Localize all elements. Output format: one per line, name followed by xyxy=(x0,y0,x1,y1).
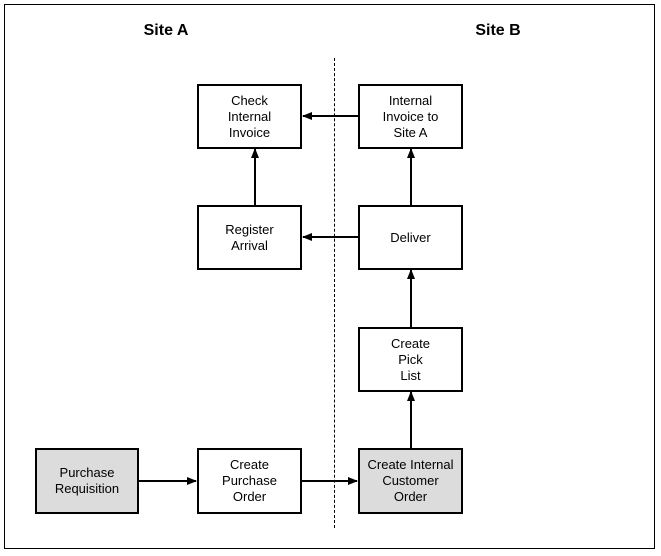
create-purchase-order-box: Create Purchase Order xyxy=(197,448,302,514)
create-pick-list-box: Create Pick List xyxy=(358,327,463,392)
purchase-requisition-box: Purchase Requisition xyxy=(35,448,139,514)
site-divider xyxy=(334,58,335,528)
deliver-box: Deliver xyxy=(358,205,463,270)
check-internal-invoice-box: Check Internal Invoice xyxy=(197,84,302,149)
site-a-label: Site A xyxy=(143,22,189,39)
create-internal-customer-order-box: Create Internal Customer Order xyxy=(358,448,463,514)
site-b-label: Site B xyxy=(475,22,521,39)
register-arrival-box: Register Arrival xyxy=(197,205,302,270)
internal-invoice-to-site-a-box: Internal Invoice to Site A xyxy=(358,84,463,149)
diagram-frame xyxy=(4,4,655,549)
